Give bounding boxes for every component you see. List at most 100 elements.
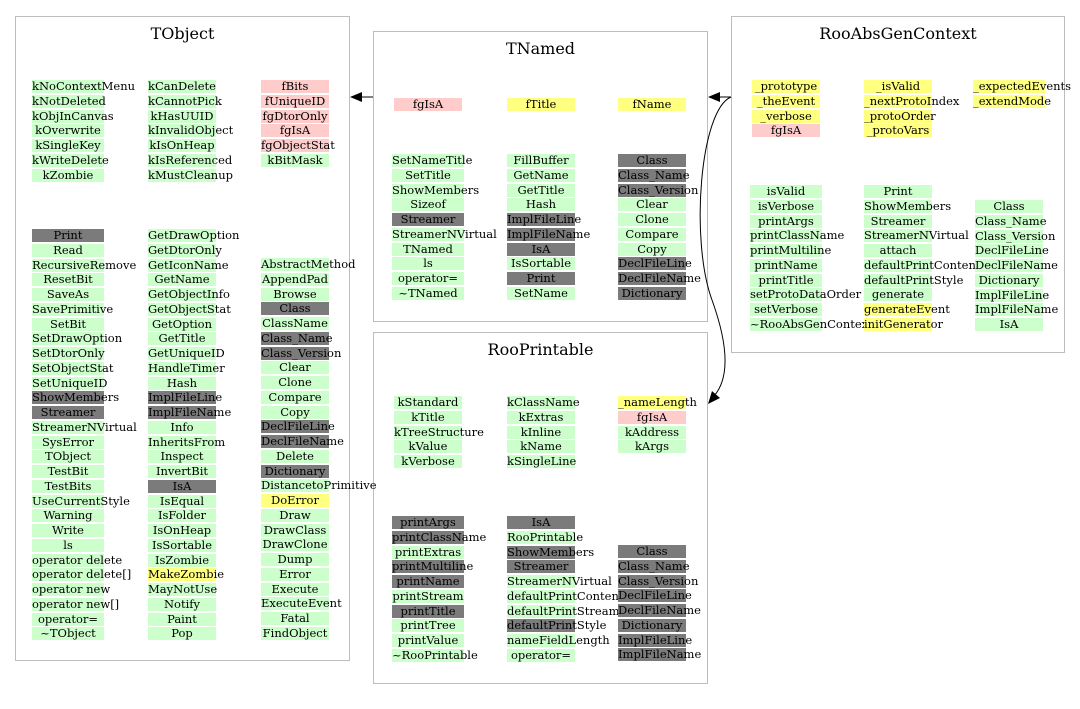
member-cell: kBitMask — [261, 153, 329, 167]
member-cell: FindObject — [261, 625, 329, 640]
member-cell: Hash — [148, 376, 216, 390]
member-cell: InheritsFrom — [148, 434, 226, 449]
member-cell: SetDtorOnly — [32, 346, 105, 360]
member-cell: operator= — [507, 648, 575, 662]
member-cell: TestBit — [32, 465, 104, 478]
member-cell: kInline — [507, 425, 575, 439]
member-cell: Class — [261, 302, 329, 316]
member-cell: DeclFileName — [618, 603, 701, 617]
member-cell: _protoVars — [864, 124, 932, 138]
member-cell: ExecuteEvent — [261, 596, 342, 611]
arrowhead — [350, 92, 362, 102]
member-cell: StreamerNVirtual — [864, 228, 969, 243]
member-cell: Dump — [261, 553, 329, 566]
member-cell: attach — [864, 244, 932, 257]
member-cell: Compare — [261, 390, 329, 404]
member-cell: kSingleKey — [32, 139, 104, 152]
member-cell: DeclFileLine — [261, 419, 335, 434]
member-cell: operator delete — [32, 552, 123, 567]
member-cell: AppendPad — [261, 271, 329, 286]
member-cell: GetOption — [148, 317, 216, 331]
member-cell: StreamerNVirtual — [507, 574, 612, 588]
member-cell: Streamer — [32, 406, 104, 419]
member-cell: defaultPrintStream — [507, 603, 620, 618]
member-cell: fgObjectStat — [261, 138, 335, 152]
member-cell: fTitle — [507, 98, 575, 111]
member-cell: ShowMembers — [864, 198, 952, 213]
member-cell: TestBits — [32, 479, 104, 493]
member-cell: Print — [507, 272, 575, 285]
member-cell: GetUniqueID — [148, 346, 225, 360]
member-cell: _theEvent — [752, 94, 820, 108]
member-cell: ~TNamed — [392, 286, 464, 300]
class-title: TObject — [150, 24, 215, 43]
member-cell: defaultPrintContents — [507, 588, 630, 603]
member-cell: Streamer — [507, 560, 575, 574]
member-cell: Class_Name — [261, 330, 333, 345]
member-cell: DrawClone — [261, 537, 329, 552]
member-cell: printExtras — [392, 545, 464, 559]
member-cell: Notify — [148, 597, 216, 611]
member-cell: AbstractMethod — [261, 257, 356, 271]
member-cell: ShowMembers — [507, 544, 595, 559]
member-cell: Info — [148, 420, 216, 434]
member-cell: ImplFileLine — [148, 390, 223, 405]
member-cell: fBits — [261, 80, 329, 93]
member-cell: IsFolder — [148, 509, 216, 523]
member-cell: Clear — [618, 198, 686, 212]
member-cell: printStream — [392, 588, 464, 603]
member-cell: ls — [392, 257, 464, 271]
member-cell: ShowMembers — [392, 182, 480, 197]
member-cell: kCanDelete — [148, 79, 216, 93]
member-cell: Class_Name — [618, 558, 690, 573]
member-cell: ImplFileName — [618, 647, 702, 662]
member-cell: InvertBit — [148, 465, 216, 478]
member-cell: TNamed — [392, 242, 464, 256]
member-cell: fgIsA — [752, 124, 820, 138]
member-cell: GetObjectInfo — [148, 287, 230, 301]
member-cell: MayNotUse — [148, 582, 218, 596]
member-cell: operator delete[] — [32, 567, 132, 582]
member-cell: defaultPrintStyle — [507, 618, 607, 633]
member-cell: kZombie — [32, 168, 104, 182]
member-cell: kCannotPick — [148, 93, 222, 108]
member-cell: printName — [750, 258, 822, 272]
member-cell: GetIconName — [148, 257, 229, 272]
member-cell: DeclFileLine — [618, 588, 692, 603]
member-cell: kObjInCanvas — [32, 108, 114, 123]
member-cell: ls — [32, 538, 104, 552]
member-cell: Compare — [618, 227, 686, 241]
member-cell: SetUniqueID — [32, 375, 108, 390]
member-cell: Clone — [618, 213, 686, 226]
class-title: TNamed — [505, 39, 576, 58]
member-cell: operator new — [32, 582, 111, 596]
member-cell: DeclFileLine — [975, 243, 1049, 258]
member-cell: kStandard — [394, 396, 462, 409]
member-cell: GetObjectStat — [148, 301, 231, 316]
member-cell: SetNameTitle — [392, 153, 473, 167]
member-cell: kExtras — [507, 410, 575, 424]
member-cell: Dictionary — [261, 464, 329, 478]
member-cell: TObject — [32, 450, 104, 464]
member-cell: StreamerNVirtual — [392, 226, 497, 241]
member-cell: FillBuffer — [507, 154, 575, 167]
member-cell: _isValid — [864, 80, 932, 93]
member-cell: printClassName — [392, 529, 487, 544]
member-cell: printValue — [392, 634, 464, 647]
member-cell: Execute — [261, 582, 329, 596]
member-cell: GetName — [148, 273, 216, 287]
member-cell: Delete — [261, 449, 329, 463]
member-cell: GetTitle — [148, 332, 216, 346]
member-cell: printTitle — [750, 273, 822, 287]
member-cell: StreamerNVirtual — [32, 419, 137, 434]
member-cell: ImplFileName — [148, 405, 232, 419]
member-cell: operator= — [392, 272, 464, 285]
member-cell: ImplFileLine — [618, 632, 693, 647]
member-cell: kNotDeleted — [32, 93, 106, 108]
member-cell: kValue — [394, 440, 462, 454]
member-cell: Fatal — [261, 612, 329, 625]
arrowhead — [708, 92, 720, 102]
member-cell: fgIsA — [394, 98, 462, 111]
member-cell: kInvalidObject — [148, 123, 234, 138]
member-cell: DrawClass — [261, 523, 329, 537]
